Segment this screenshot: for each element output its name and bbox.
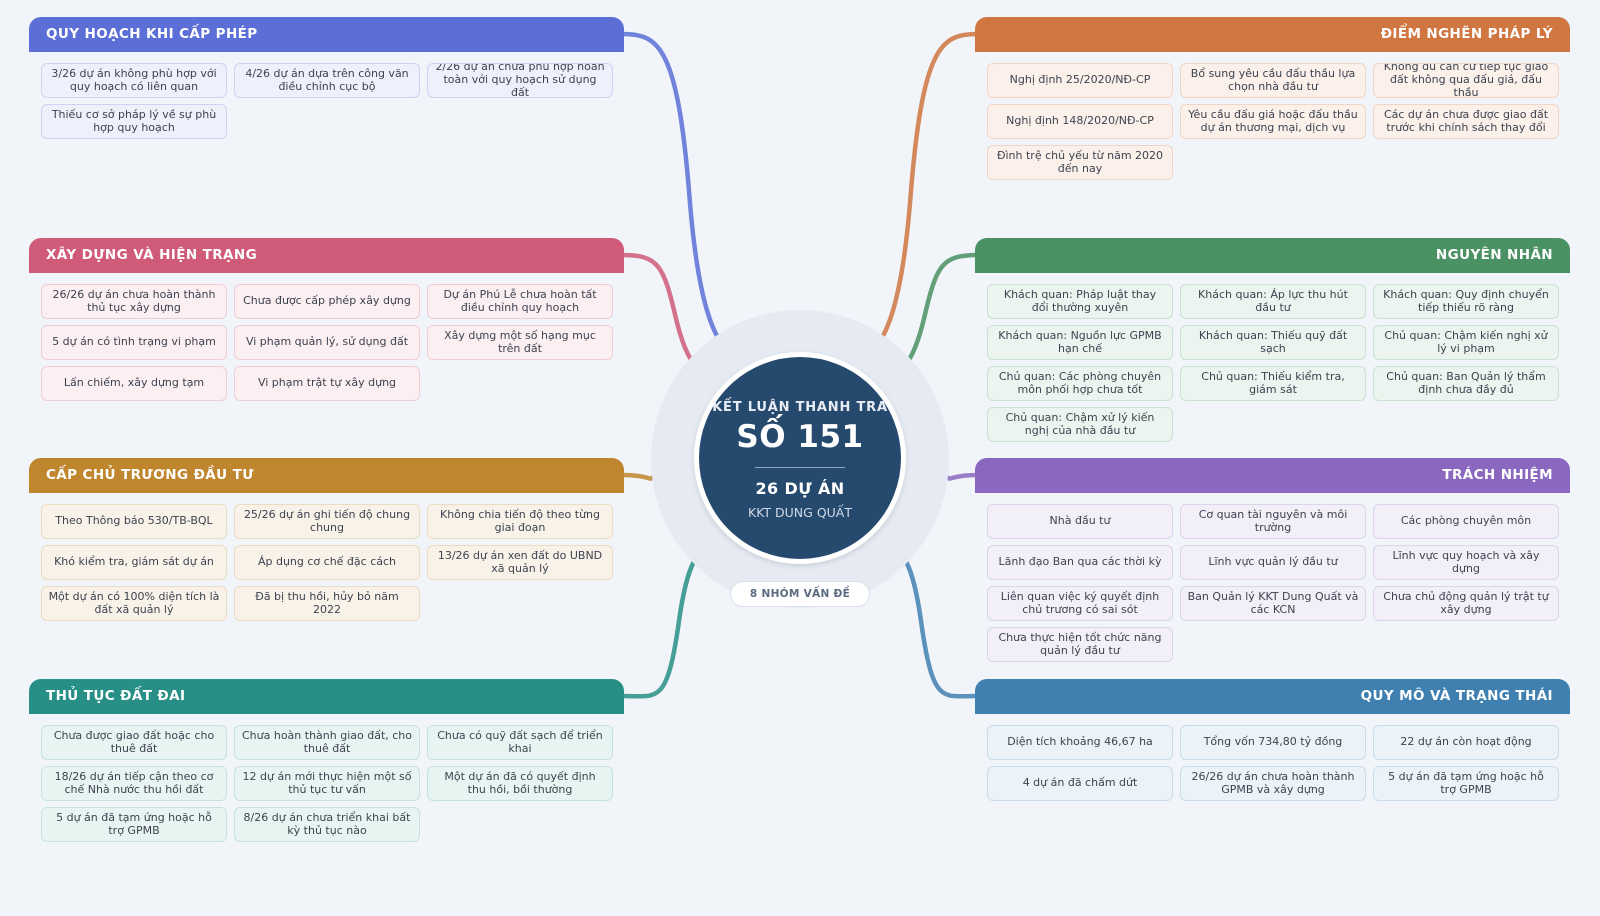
branch-item: Vi phạm trật tự xây dựng xyxy=(234,366,420,401)
branch-item: Nhà đầu tư xyxy=(987,504,1173,539)
branch-item: 13/26 dự án xen đất do UBND xã quản lý xyxy=(427,545,613,580)
branch-item: Lĩnh vực quy hoạch và xây dựng xyxy=(1373,545,1559,580)
branch-item: Vi phạm quản lý, sử dụng đất xyxy=(234,325,420,360)
branch-title: QUY MÔ VÀ TRẠNG THÁI xyxy=(975,679,1570,714)
branch-item: 4 dự án đã chấm dứt xyxy=(987,766,1173,801)
branch-title: CẤP CHỦ TRƯƠNG ĐẦU TƯ xyxy=(29,458,624,493)
branch-item: Một dự án đã có quyết định thu hồi, bồi … xyxy=(427,766,613,801)
branch-item: Yêu cầu đấu giá hoặc đấu thầu dự án thươ… xyxy=(1180,104,1366,139)
branch-quy-hoach: QUY HOẠCH KHI CẤP PHÉP 3/26 dự án không p… xyxy=(29,17,624,145)
central-subtitle: KKT DUNG QUẤT xyxy=(748,505,852,520)
branch-item: Bổ sung yêu cầu đấu thầu lựa chọn nhà đầ… xyxy=(1180,63,1366,98)
branch-xay-dung: XÂY DỰNG VÀ HIỆN TRẠNG 26/26 dự án chưa h… xyxy=(29,238,624,407)
branch-item: Không đủ căn cứ tiếp tục giao đất không … xyxy=(1373,63,1559,98)
branch-item: 22 dự án còn hoạt động xyxy=(1373,725,1559,760)
branch-item: 4/26 dự án dựa trên công văn điều chỉnh … xyxy=(234,63,420,98)
branch-item: Lấn chiếm, xây dựng tạm xyxy=(41,366,227,401)
branch-item: Tổng vốn 734,80 tỷ đồng xyxy=(1180,725,1366,760)
branch-item: Khách quan: Áp lực thu hút đầu tư xyxy=(1180,284,1366,319)
branch-title: XÂY DỰNG VÀ HIỆN TRẠNG xyxy=(29,238,624,273)
branch-items: Khách quan: Pháp luật thay đổi thường xu… xyxy=(975,273,1570,448)
branch-title: ĐIỂM NGHẼN PHÁP LÝ xyxy=(975,17,1570,52)
branch-item: 5 dự án đã tạm ứng hoặc hỗ trợ GPMB xyxy=(41,807,227,842)
branch-item: 25/26 dự án ghi tiến độ chung chung xyxy=(234,504,420,539)
branch-item: Các phòng chuyên môn xyxy=(1373,504,1559,539)
branch-item: Chủ quan: Chậm xử lý kiến nghị của nhà đ… xyxy=(987,407,1173,442)
branch-item: Đã bị thu hồi, hủy bỏ năm 2022 xyxy=(234,586,420,621)
branch-item: 3/26 dự án không phù hợp với quy hoạch c… xyxy=(41,63,227,98)
branch-item: Lãnh đạo Ban qua các thời kỳ xyxy=(987,545,1173,580)
connector-diem-nghen xyxy=(842,31,981,363)
branch-item: Chưa được giao đất hoặc cho thuê đất xyxy=(41,725,227,760)
branch-item: Chủ quan: Ban Quản lý thẩm định chưa đầy… xyxy=(1373,366,1559,401)
branch-items: 3/26 dự án không phù hợp với quy hoạch c… xyxy=(29,52,624,145)
branch-item: Chưa chủ động quản lý trật tự xây dựng xyxy=(1373,586,1559,621)
branch-item: 12 dự án mới thực hiện một số thủ tục tư… xyxy=(234,766,420,801)
branch-item: Khách quan: Pháp luật thay đổi thường xu… xyxy=(987,284,1173,319)
branch-item: Liên quan việc ký quyết định chủ trương … xyxy=(987,586,1173,621)
branch-item: Đình trệ chủ yếu từ năm 2020 đến nay xyxy=(987,145,1173,180)
branch-item: 5 dự án đã tạm ứng hoặc hỗ trợ GPMB xyxy=(1373,766,1559,801)
branch-title: TRÁCH NHIỆM xyxy=(975,458,1570,493)
branch-item: Chủ quan: Thiếu kiểm tra, giám sát xyxy=(1180,366,1366,401)
branch-item: Khách quan: Nguồn lực GPMB hạn chế xyxy=(987,325,1173,360)
central-project-count: 26 DỰ ÁN xyxy=(755,479,845,498)
branch-item: Chưa hoàn thành giao đất, cho thuê đất xyxy=(234,725,420,760)
branch-item: Một dự án có 100% diện tích là đất xã qu… xyxy=(41,586,227,621)
branch-item: Chưa có quỹ đất sạch để triển khai xyxy=(427,725,613,760)
branch-item: Diện tích khoảng 46,67 ha xyxy=(987,725,1173,760)
branch-item: Chưa thực hiện tốt chức năng quản lý đầu… xyxy=(987,627,1173,662)
branch-item: Dự án Phú Lễ chưa hoàn tất điều chỉnh qu… xyxy=(427,284,613,319)
branch-item: Không chia tiến độ theo từng giai đoạn xyxy=(427,504,613,539)
branch-item: Chủ quan: Các phòng chuyên môn phối hợp … xyxy=(987,366,1173,401)
branch-item: Khách quan: Quy định chuyển tiếp thiếu r… xyxy=(1373,284,1559,319)
branch-item: 5 dự án có tình trạng vi phạm xyxy=(41,325,227,360)
branch-item: Xây dựng một số hạng mục trên đất xyxy=(427,325,613,360)
central-topic: KẾT LUẬN THANH TRA SỐ 151 26 DỰ ÁN KKT D… xyxy=(694,352,906,564)
branch-item: Chưa được cấp phép xây dựng xyxy=(234,284,420,319)
central-title-line1: KẾT LUẬN THANH TRA xyxy=(712,400,888,415)
central-divider xyxy=(755,467,845,468)
branch-item: Nghị định 148/2020/NĐ-CP xyxy=(987,104,1173,139)
branch-item: Chủ quan: Chậm kiến nghị xử lý vi phạm xyxy=(1373,325,1559,360)
branch-item: Theo Thông báo 530/TB-BQL xyxy=(41,504,227,539)
connector-quy-hoach xyxy=(619,31,758,363)
branch-item: 18/26 dự án tiếp cận theo cơ chế Nhà nướ… xyxy=(41,766,227,801)
branch-item: 2/26 dự án chưa phù hợp hoàn toàn với qu… xyxy=(427,63,613,98)
branch-item: Áp dụng cơ chế đặc cách xyxy=(234,545,420,580)
branch-item: Khách quan: Thiếu quỹ đất sạch xyxy=(1180,325,1366,360)
branch-item: 26/26 dự án chưa hoàn thành thủ tục xây … xyxy=(41,284,227,319)
branch-item: 26/26 dự án chưa hoàn thành GPMB và xây … xyxy=(1180,766,1366,801)
branch-item: Các dự án chưa được giao đất trước khi c… xyxy=(1373,104,1559,139)
branch-title: NGUYÊN NHÂN xyxy=(975,238,1570,273)
branch-item: Ban Quản lý KKT Dung Quất và các KCN xyxy=(1180,586,1366,621)
branch-item: Khó kiểm tra, giám sát dự án xyxy=(41,545,227,580)
group-count-badge: 8 NHÓM VẤN ĐỀ xyxy=(730,581,870,607)
branch-item: Thiếu cơ sở pháp lý về sự phù hợp quy ho… xyxy=(41,104,227,139)
branch-nguyen-nhan: NGUYÊN NHÂN Khách quan: Pháp luật thay đổ… xyxy=(975,238,1570,448)
branch-title: THỦ TỤC ĐẤT ĐAI xyxy=(29,679,624,714)
branch-item: Lĩnh vực quản lý đầu tư xyxy=(1180,545,1366,580)
branch-item: 8/26 dự án chưa triển khai bất kỳ thủ tụ… xyxy=(234,807,420,842)
branch-item: Cơ quan tài nguyên và môi trường xyxy=(1180,504,1366,539)
branch-item: Nghị định 25/2020/NĐ-CP xyxy=(987,63,1173,98)
branch-items: 26/26 dự án chưa hoàn thành thủ tục xây … xyxy=(29,273,624,407)
central-title-line2: SỐ 151 xyxy=(736,419,864,455)
branch-title: QUY HOẠCH KHI CẤP PHÉP xyxy=(29,17,624,52)
